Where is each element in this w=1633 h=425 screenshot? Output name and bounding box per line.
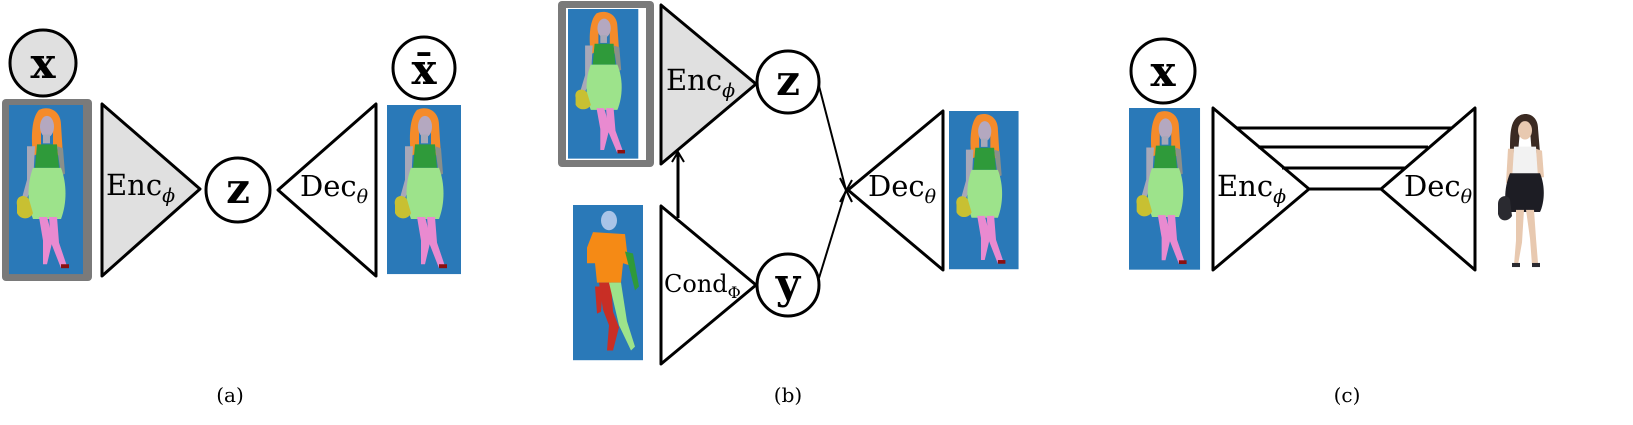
merge-connectors [818, 85, 853, 279]
pose-segmentation-image [573, 205, 643, 361]
input-segmentation-image-c [1129, 108, 1201, 270]
encoder-label-b: Encϕ [666, 63, 735, 102]
caption-b: (b) [774, 383, 802, 407]
encoder-label-a: Encϕ [106, 168, 175, 207]
caption-a: (a) [216, 383, 244, 407]
condition-label: CondΦ [664, 270, 741, 302]
condition-y-label: y [775, 259, 802, 308]
decoder-label-c: Decθ [1404, 169, 1473, 208]
decoder-label-b: Decθ [868, 169, 937, 208]
input-x-node: x [8, 28, 78, 98]
input-x-label-c: x [1150, 47, 1176, 96]
latent-z-node-a: z [204, 156, 272, 224]
encoder-triangle-c: Encϕ [1211, 106, 1311, 272]
encoder-triangle-b: Encϕ [659, 3, 758, 166]
output-xbar-label: x̄ [411, 45, 437, 94]
target-segmentation-image [558, 1, 654, 167]
decoder-triangle-c: Decθ [1379, 106, 1477, 272]
output-segmentation-image [387, 105, 461, 275]
caption-c: (c) [1334, 383, 1361, 407]
latent-z-label-b: z [776, 56, 800, 105]
latent-z-label-a: z [226, 164, 250, 213]
output-photo-image [1498, 113, 1544, 268]
decoder-triangle-a: Decθ [276, 102, 378, 278]
panel-b: Encϕ z CondΦ y [558, 1, 1019, 407]
decoder-label-a: Decθ [300, 169, 369, 208]
encoder-label-c: Encϕ [1217, 169, 1286, 208]
input-x-label: x [30, 39, 56, 88]
condition-y-node: y [755, 252, 821, 318]
panel-c: x Encϕ Decθ (c) [1129, 37, 1544, 407]
output-xbar-node: x̄ [391, 35, 457, 101]
skip-connections [1237, 126, 1452, 191]
input-x-node-c: x [1129, 37, 1197, 105]
encoder-triangle-a: Encϕ [100, 102, 202, 278]
latent-z-node-b: z [755, 49, 821, 115]
cond-to-encoder-arrow [671, 150, 685, 218]
panel-a: x Encϕ z Decθ x̄ (a) [2, 28, 461, 407]
condition-triangle: CondΦ [659, 204, 758, 366]
input-segmentation-image [2, 99, 92, 281]
decoder-triangle-b: Decθ [846, 109, 945, 272]
output-segmentation-image-b [949, 111, 1019, 270]
